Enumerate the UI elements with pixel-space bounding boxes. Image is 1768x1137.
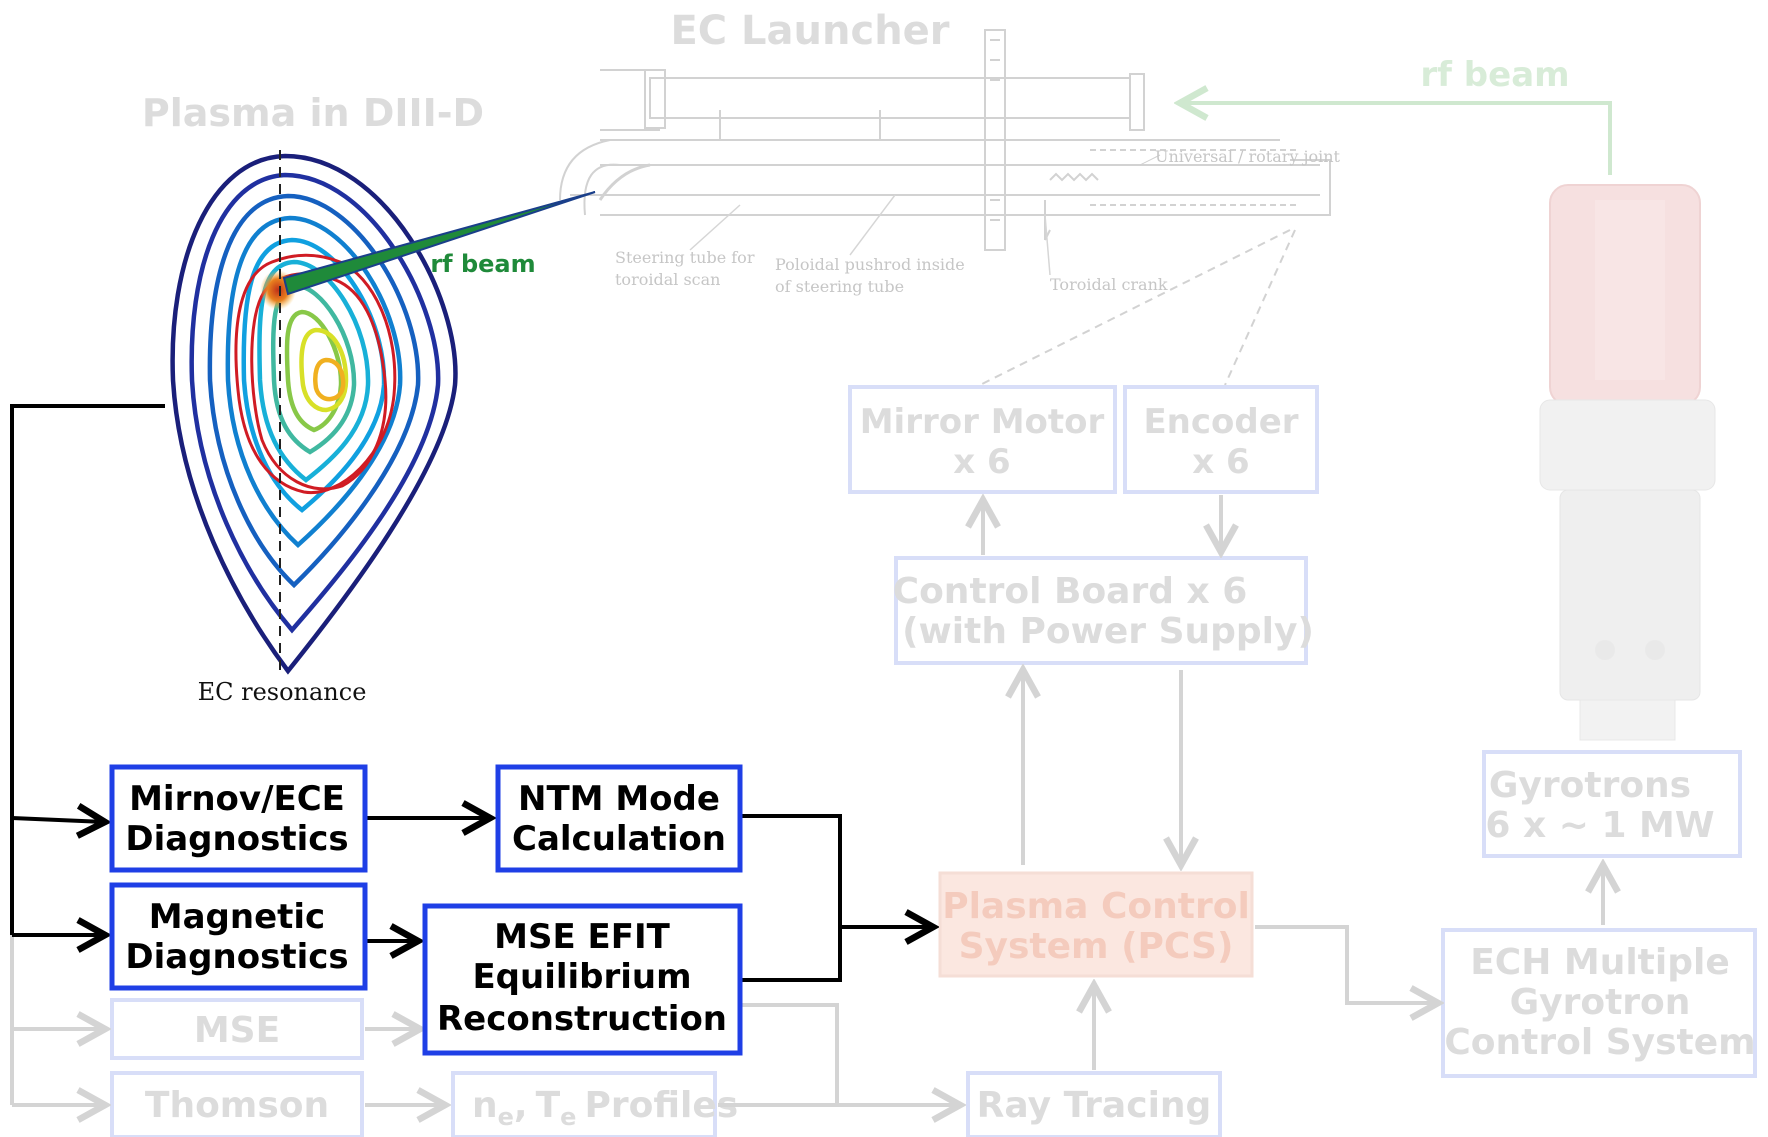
magnetic-label-1: Magnetic: [149, 897, 325, 937]
profiles-sub-e2: e: [560, 1103, 576, 1131]
rf-beam-wedge: [282, 191, 596, 296]
ech-label-1: ECH Multiple: [1470, 942, 1730, 983]
mse-box: MSE: [110, 998, 364, 1060]
faded-connectors: [10, 935, 1094, 1105]
gyrotron-image: [1539, 184, 1716, 741]
mirnov-ece-box: Mirnov/ECE Diagnostics: [109, 764, 368, 873]
label-pushrod-line1: Poloidal pushrod inside: [775, 255, 965, 274]
label-universal-joint: Universal / rotary joint: [1155, 147, 1341, 166]
rf-beam-top-label: rf beam: [1420, 55, 1569, 95]
rf-beam-top-arrow: [1180, 103, 1612, 175]
ech-label-3: Control System: [1444, 1022, 1755, 1063]
magnetic-diagnostics-box: Magnetic Diagnostics: [109, 882, 368, 991]
mse-efit-label-3: Reconstruction: [437, 999, 727, 1039]
control-board-label-2: (with Power Supply): [902, 611, 1314, 652]
encoder-label-2: x 6: [1192, 442, 1249, 482]
launcher-leader-lines: [689, 194, 1051, 276]
ntm-mode-box: NTM Mode Calculation: [495, 764, 743, 873]
profiles-n: n: [472, 1085, 498, 1126]
ec-resonance-label: EC resonance: [198, 678, 367, 706]
thomson-label: Thomson: [145, 1085, 329, 1126]
plasma-title: Plasma in DIII-D: [142, 91, 484, 135]
label-pushrod-line2: of steering tube: [775, 277, 904, 296]
label-toroidal-crank: Toroidal crank: [1050, 275, 1168, 294]
profiles-rest: Profiles: [584, 1085, 738, 1126]
mse-label: MSE: [194, 1010, 280, 1051]
profiles-comma: ,: [514, 1085, 528, 1126]
pcs-label-2: System (PCS): [959, 926, 1234, 967]
plasma-flux-surfaces: [170, 153, 458, 675]
mirror-motor-label-1: Mirror Motor: [860, 402, 1105, 442]
pcs-to-ech-arrow: [1255, 925, 1438, 1003]
gyrotrons-label-2: 6 x ~ 1 MW: [1485, 805, 1714, 846]
thomson-box: Thomson: [110, 1071, 364, 1137]
mirror-motor-label-2: x 6: [953, 442, 1010, 482]
mirnov-ece-label-1: Mirnov/ECE: [129, 779, 345, 819]
profiles-t: T: [536, 1085, 561, 1126]
mse-efit-box: MSE EFIT Equilibrium Reconstruction: [422, 903, 743, 1056]
ntm-mode-label-2: Calculation: [512, 819, 726, 859]
encoder-label-1: Encoder: [1143, 402, 1298, 442]
control-board-box: Control Board x 6 (with Power Supply): [893, 556, 1314, 665]
mirnov-ece-label-2: Diagnostics: [125, 819, 348, 859]
label-steering-tube-line1: Steering tube for: [615, 248, 755, 267]
launcher-dashed-links: [979, 229, 1296, 386]
encoder-box: Encoder x 6: [1123, 385, 1319, 494]
ray-tracing-box: Ray Tracing: [966, 1071, 1222, 1137]
pcs-label-1: Plasma Control: [942, 886, 1250, 927]
rf-beam-label: rf beam: [430, 250, 535, 278]
mse-efit-label-1: MSE EFIT: [494, 917, 670, 957]
ec-launcher-title: EC Launcher: [670, 8, 949, 54]
label-steering-tube-line2: toroidal scan: [615, 270, 720, 289]
mirror-motor-box: Mirror Motor x 6: [848, 385, 1117, 494]
profiles-sub-e1: e: [498, 1103, 514, 1131]
ray-tracing-label: Ray Tracing: [977, 1085, 1212, 1126]
launcher-drawing: [559, 29, 1331, 251]
launcher-pointer-1: [1139, 154, 1161, 166]
ntm-mode-label-1: NTM Mode: [518, 779, 720, 819]
gyrotrons-box: Gyrotrons 6 x ~ 1 MW: [1482, 750, 1742, 858]
active-connectors: [10, 404, 933, 982]
control-arrows: [983, 495, 1221, 865]
pcs-box: Plasma Control System (PCS): [938, 871, 1254, 978]
control-board-label-1: Control Board x 6: [893, 571, 1248, 612]
ech-label-2: Gyrotron: [1510, 982, 1691, 1023]
gyrotrons-label-1: Gyrotrons: [1489, 765, 1691, 806]
magnetic-label-2: Diagnostics: [125, 937, 348, 977]
ech-control-box: ECH Multiple Gyrotron Control System: [1441, 928, 1757, 1078]
mse-efit-label-2: Equilibrium: [472, 957, 691, 997]
